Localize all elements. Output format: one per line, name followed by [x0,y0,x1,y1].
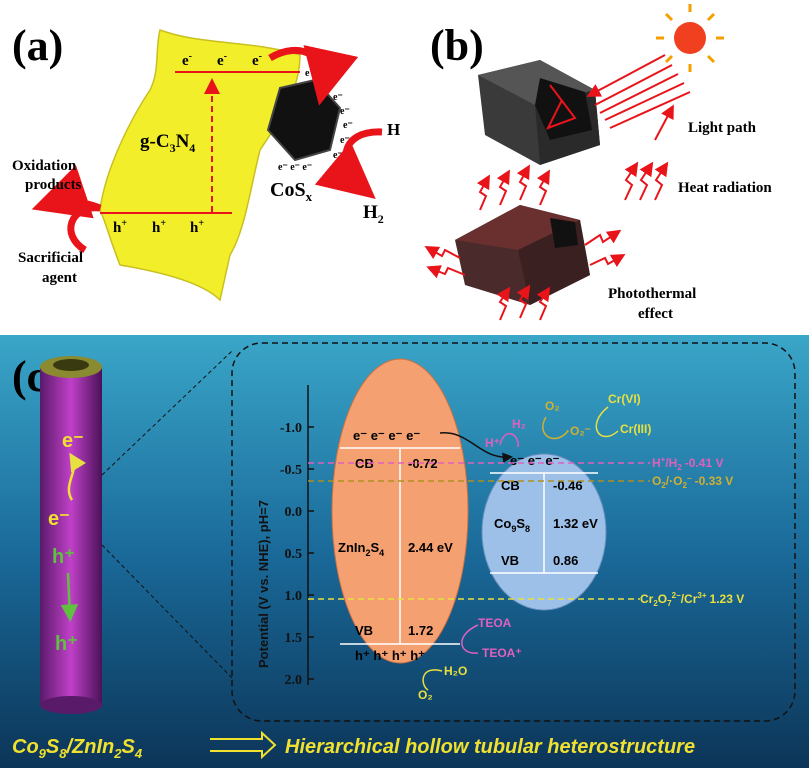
co9s8-electrons: e⁻ e⁻ e⁻ [510,453,560,468]
cr-reduction-arrow [595,406,619,438]
reaction-h2: H₂ [512,417,526,431]
co9s8-vb-value: 0.86 [553,553,578,568]
heat-radiation-label: Heat radiation [678,180,772,196]
reaction-h-plus: H⁺ [485,436,500,450]
reaction-o2-bottom: O₂ [418,688,433,702]
electron-3: e- [252,51,262,69]
tube-electron-2: e⁻ [48,508,70,530]
znin-vb-label: VB [355,623,373,638]
o2-reduction-arrow [542,416,569,440]
water-oxidation-arrow [422,669,443,691]
electron-transfer-arrow [268,45,359,106]
g-c3n4-label: g-C3N4 [140,131,195,155]
znin-gap: 2.44 eV [408,540,453,555]
reaction-h2o: H₂O [444,664,467,678]
y-axis-label: Potential (V vs. NHE), pH=7 [256,500,271,668]
hollow-crystal-bottom [455,205,590,305]
h2-label: H2 [363,202,384,226]
svg-text:e⁻: e⁻ [333,92,343,103]
svg-text:e⁻: e⁻ [340,135,350,146]
hole-2: h+ [152,218,166,236]
photothermal-line2: effect [638,306,673,322]
oxidation-arrow [31,165,102,253]
panel-b-label: (b) [430,21,484,70]
y-tick-label: 0.5 [285,547,303,562]
light-rays [545,54,691,130]
panel-a-label: (a) [12,21,63,70]
reaction-teoa: TEOA [478,616,512,630]
znin-vb-value: 1.72 [408,623,433,638]
svg-text:e⁻ e⁻ e⁻: e⁻ e⁻ e⁻ [278,162,312,173]
light-path-arrow [654,104,674,141]
tube-hole-arrow [60,572,79,622]
h2-evolution-arrow [499,432,519,448]
svg-text:e⁻: e⁻ [333,150,343,161]
hole-3: h+ [190,218,204,236]
tube-electron-arrow [67,452,86,501]
cosx-label: CoSx [270,179,313,204]
reaction-cr6: Cr(VI) [608,392,641,406]
co9s8-cb-label: CB [501,478,520,493]
reaction-cr3: Cr(III) [620,422,651,436]
hydrogen-evolution-arrow [314,128,383,199]
panel-b: (b) Light path Heat radiation [424,4,772,322]
light-path-label: Light path [688,120,757,136]
teoa-oxidation-arrow [461,624,479,654]
o2-level-label: O2/·O2−-0.33 V [652,474,733,490]
znin-electrons: e⁻ e⁻ e⁻ e⁻ [353,428,420,443]
svg-text:e⁻: e⁻ [330,55,340,66]
tube-hole-1: h⁺ [52,546,75,568]
y-axis-ticks: -1.0 -0.5 0.0 0.5 1.0 1.5 2.0 [280,421,314,688]
y-tick-label: -0.5 [280,463,302,478]
panel-c: (c) e⁻ e⁻ h⁺ h⁺ Potential (V vs. NHE), p… [0,335,809,768]
hollow-crystal-top [478,60,600,165]
g-c3n4-sheet [99,29,301,302]
caption-arrow [210,730,277,760]
tube-electron-1: e⁻ [62,430,84,452]
caption-right: Hierarchical hollow tubular heterostruct… [285,736,695,758]
sacrificial-line1: Sacrificial [18,250,83,266]
heat-radiation-icon [624,161,669,201]
photothermal-line1: Photothermal [608,286,696,302]
electron-1: e- [182,51,192,69]
svg-text:e⁻: e⁻ [343,120,353,131]
co9s8-name: Co9S8 [494,516,530,534]
znin-name: ZnIn2S4 [338,540,384,558]
sun-icon [656,4,724,72]
y-tick-label: 1.0 [285,589,303,604]
y-tick-label: 2.0 [285,673,303,688]
zoom-line-top [101,350,233,476]
znin-cb-label: CB [355,456,374,471]
y-tick-label: 1.5 [285,631,303,646]
h-level-label: H+/H2-0.41 V [652,455,724,472]
heat-radiation-arrows [424,164,626,321]
electron-2: e- [217,51,227,69]
znin-holes: h⁺ h⁺ h⁺ h⁺ [355,648,425,663]
h-plus-label: H+ [387,119,400,139]
tube-hole-2: h⁺ [55,633,78,655]
y-tick-label: -1.0 [280,421,302,436]
y-tick-label: 0.0 [285,505,303,520]
inset-box [231,342,796,722]
co9s8-gap: 1.32 eV [553,516,598,531]
zoom-line-bottom [101,544,233,679]
sacrificial-line2: agent [42,270,77,286]
cr-level-label: Cr2O72−/Cr3+1.23 V [640,591,744,608]
electron-transfer-arrow [439,432,513,463]
reaction-o2-radical: ·O₂⁻ [566,424,591,438]
svg-text:e⁻: e⁻ [340,106,350,117]
co9s8-vb-label: VB [501,553,519,568]
panel-a: (a) e- e- e- h+ h+ h+ g-C3N4 e⁻ e⁻ e⁻ e⁻… [12,21,400,302]
caption-left: Co9S8/ZnIn2S4 [12,736,143,761]
oxidation-line2: products [25,177,82,193]
cosx-hexagon [266,78,342,162]
hollow-tube [40,356,102,714]
reaction-o2: O₂ [545,399,560,413]
oxidation-line1: Oxidation [12,158,77,174]
reaction-teoa-plus: TEOA⁺ [482,646,522,660]
hole-1: h+ [113,218,127,236]
